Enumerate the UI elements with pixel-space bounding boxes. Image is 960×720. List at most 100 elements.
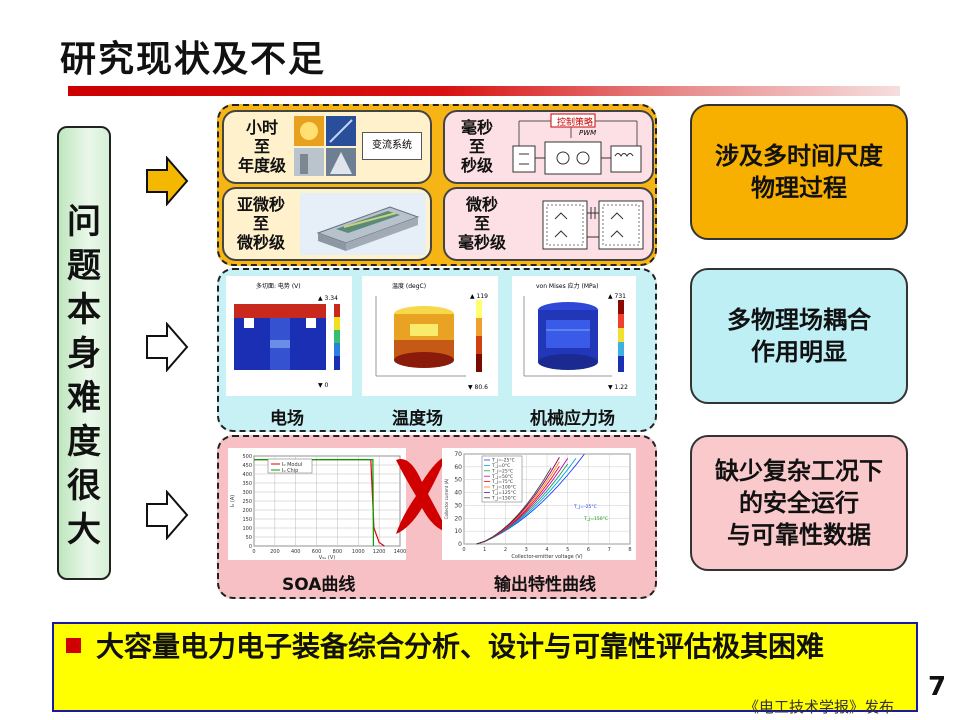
- y-tick-label: 60: [454, 464, 462, 471]
- y-tick-label: 500: [242, 454, 252, 460]
- legend-entry: T_j=50°C: [491, 474, 513, 480]
- y-axis-label: I₀ (A): [230, 495, 236, 507]
- power-module-circuit: [542, 200, 644, 250]
- device-3d-model: [300, 193, 426, 255]
- legend-entry: T_j=75°C: [491, 479, 513, 485]
- y-tick-label: 0: [458, 541, 462, 548]
- legend-entry: I₀ Modul: [282, 462, 302, 468]
- control-strategy-box: 控制策略: [556, 118, 593, 128]
- y-tick-label: 10: [454, 528, 462, 535]
- scale-box-ms-s: 毫秒至秒级 控制策略 PWM: [443, 110, 654, 184]
- x-tick-label: 5: [566, 547, 569, 553]
- electric-field-plot: 多切面: 电势 (V) ▲ 3.34 ▼ 0: [226, 276, 352, 396]
- y-tick-label: 150: [242, 517, 252, 523]
- title-underline: [68, 86, 900, 96]
- x-tick-label: 600: [312, 549, 322, 555]
- caption-stress-field: 机械应力场: [530, 409, 615, 429]
- legend-entry: I₀ Chip: [282, 468, 298, 474]
- scale-label: 毫秒至秒级: [460, 118, 493, 175]
- x-tick-label: 2: [504, 547, 507, 553]
- right-arrow-icon: [146, 490, 189, 540]
- y-tick-label: 100: [242, 526, 252, 532]
- scale-box-sub-us-us: 亚微秒至微秒级: [222, 187, 432, 261]
- control-circuit-diagram: [509, 113, 647, 178]
- x-tick-label: 1400: [394, 549, 406, 555]
- y-tick-label: 300: [242, 490, 252, 496]
- y-tick-label: 250: [242, 499, 252, 505]
- conclusion-multi-physics: 多物理场耦合作用明显: [690, 268, 908, 404]
- legend-entry: T_j=100°C: [491, 485, 516, 491]
- pwm-label: PWM: [579, 129, 597, 137]
- y-tick-label: 50: [246, 535, 252, 541]
- output-curve: [476, 467, 552, 545]
- cross-mark-icon: [396, 456, 448, 534]
- y-tick-label: 50: [454, 477, 462, 484]
- legend-entry: T_j=0°C: [491, 463, 510, 469]
- x-tick-label: 0: [462, 547, 465, 553]
- right-arrow-icon: [146, 156, 189, 206]
- mechanical-stress-plot: von Mises 应力 (MPa) ▲ 731 ▼ 1.22: [512, 276, 636, 396]
- conclusion-text: 涉及多时间尺度物理过程: [715, 142, 883, 202]
- scale-label: 小时至年度级: [237, 118, 286, 175]
- x-tick-label: 400: [291, 549, 301, 555]
- bottom-statement-box: 大容量电力电子装备综合分析、设计与可靠性评估极其困难: [52, 622, 918, 712]
- caption-soa-curve: SOA曲线: [282, 575, 356, 595]
- scale-box-hours-years: 小时至年度级 变流系统: [222, 110, 432, 184]
- bullet-square-icon: [66, 638, 81, 653]
- y-tick-label: 350: [242, 481, 252, 487]
- conclusion-missing-data: 缺少复杂工况下的安全运行与可靠性数据: [690, 435, 908, 571]
- x-tick-label: 0: [252, 549, 255, 555]
- plot-header: von Mises 应力 (MPa): [536, 283, 599, 290]
- converter-system-box: 变流系统: [362, 132, 422, 160]
- y-tick-label: 30: [454, 502, 462, 509]
- y-tick-label: 40: [454, 490, 462, 497]
- left-label-text: 问题本身难度很大: [67, 202, 101, 550]
- x-tick-label: 1: [483, 547, 486, 553]
- conclusion-text: 多物理场耦合作用明显: [727, 306, 871, 366]
- scale-box-us-ms: 微秒至毫秒级: [443, 187, 654, 261]
- x-tick-label: 4: [545, 547, 548, 553]
- x-tick-label: 1000: [352, 549, 365, 555]
- y-tick-label: 70: [454, 451, 462, 458]
- y-tick-label: 0: [249, 544, 252, 550]
- plot-header: 温度 (degC): [392, 283, 427, 290]
- caption-temperature-field: 温度场: [392, 409, 443, 429]
- soa-curve-chart: 0 200 400 600 800 1000 1200 1400 0 50 100 150 200 250…: [228, 448, 406, 560]
- y-tick-label: 450: [242, 463, 252, 469]
- x-tick-label: 1200: [373, 549, 386, 555]
- y-tick-label: 200: [242, 508, 252, 514]
- system-photo: [294, 116, 356, 176]
- page-number: 7: [928, 672, 947, 702]
- scale-label: 微秒至毫秒级: [457, 195, 506, 252]
- plot-header: 多切面: 电势 (V): [256, 283, 301, 290]
- legend-entry: T_j=25°C: [491, 468, 513, 474]
- y-tick-label: 400: [242, 472, 252, 478]
- x-axis-label: Collector-emitter voltage (V): [511, 554, 582, 560]
- left-label-box: 问题本身难度很大: [57, 126, 111, 580]
- x-tick-label: 200: [270, 549, 280, 555]
- scale-label: 亚微秒至微秒级: [236, 195, 285, 252]
- temperature-field-plot: 温度 (degC) ▲ 119 ▼ 80.6: [362, 276, 498, 396]
- x-tick-label: 3: [525, 547, 528, 553]
- x-axis-label: V₀ₑ (V): [319, 555, 335, 560]
- x-tick-label: 7: [608, 547, 611, 553]
- y-axis-label: Collector current (A): [444, 478, 449, 519]
- x-tick-label: 800: [333, 549, 343, 555]
- bottom-statement-text: 大容量电力电子装备综合分析、设计与可靠性评估极其困难: [96, 630, 825, 663]
- legend-entry: T_j=150°C: [491, 495, 516, 501]
- right-arrow-icon: [146, 322, 189, 372]
- annotation: T_j=-25°C: [573, 504, 597, 510]
- caption-output-curve: 输出特性曲线: [494, 575, 596, 595]
- x-tick-label: 6: [587, 547, 590, 553]
- caption-electric-field: 电场: [270, 409, 304, 429]
- annotation: T_j=150°C: [583, 516, 608, 522]
- legend-entry: T_j=-25°C: [491, 458, 515, 464]
- y-tick-label: 20: [454, 515, 462, 522]
- conclusion-text: 缺少复杂工况下的安全运行与可靠性数据: [715, 457, 883, 549]
- conclusion-multi-timescale: 涉及多时间尺度物理过程: [690, 104, 908, 240]
- x-tick-label: 8: [628, 547, 631, 553]
- legend-box: [481, 455, 523, 503]
- page-title: 研究现状及不足: [60, 39, 327, 80]
- source-credit: 《电工技术学报》发布: [744, 698, 895, 716]
